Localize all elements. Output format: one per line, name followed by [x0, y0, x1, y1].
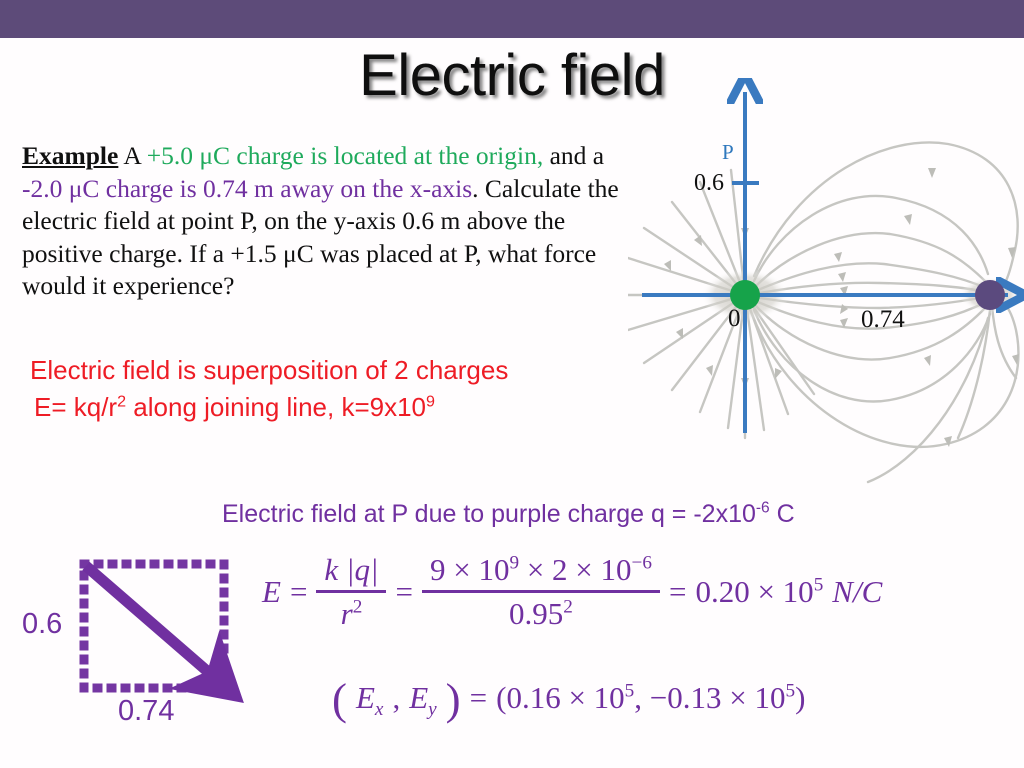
- eq2-equals: =: [469, 680, 488, 715]
- eq2-Ey-value: , −0.13 × 10: [634, 680, 786, 715]
- eq1-numerator-numbers: 9 × 109 × 2 × 10−6: [422, 552, 660, 590]
- eq1-distance-exponent: 2: [563, 596, 573, 618]
- example-and-a: and a: [549, 141, 605, 170]
- eq1-equals-1: =: [289, 573, 308, 609]
- x-position-label: 0.74: [861, 306, 905, 333]
- eq1-result-exponent: 5: [813, 574, 824, 596]
- eq1-k: k: [324, 552, 339, 587]
- eq1-exp-9: 9: [509, 552, 520, 574]
- purple-charge-heading-text: Electric field at P due to purple charge…: [222, 500, 756, 528]
- eq2-Ex: Ex: [355, 680, 383, 719]
- eq2-x-subscript: x: [374, 699, 384, 721]
- eq2-y-subscript: y: [428, 699, 437, 721]
- field-lines: [628, 141, 1020, 484]
- field-magnitude-equation: E = k |q| r2 = 9 × 109 × 2 × 10−6 0.952 …: [262, 552, 882, 632]
- eq1-9e9: 9 × 10: [429, 552, 510, 587]
- eq2-Ex-exponent: 5: [624, 680, 635, 702]
- positive-charge-dot: [730, 280, 760, 310]
- negative-charge-dot: [975, 280, 1005, 310]
- eq2-Ey: Ey: [409, 680, 436, 719]
- eq2-rhs-close-paren: ): [795, 680, 806, 715]
- eq1-denominator-r2: r2: [333, 593, 371, 632]
- origin-label: 0: [728, 305, 741, 332]
- resultant-vector-arrow: [82, 561, 244, 703]
- eq1-exp-neg6: −6: [631, 552, 652, 574]
- formula-E-kq-r: E= kq/r: [34, 392, 118, 422]
- eq1-result: 0.20 × 105: [695, 574, 823, 610]
- eq1-E: E: [262, 573, 281, 609]
- eq1-equals-3: =: [668, 573, 687, 609]
- eq1-times-2e: × 2 × 10: [519, 552, 632, 587]
- eq1-r: r: [340, 595, 353, 631]
- purple-charge-heading: Electric field at P due to purple charge…: [222, 498, 982, 530]
- superposition-note: Electric field is superposition of 2 cha…: [30, 352, 650, 426]
- field-line-arrowheads: [664, 168, 1019, 447]
- point-P-label: P: [722, 140, 734, 164]
- eq2-E-y-base: E: [409, 680, 429, 715]
- distance-triangle-sketch: 0.6 0.74: [18, 548, 248, 743]
- example-purple-clause: -2.0 μC charge is 0.74 m away on the x-a…: [22, 173, 473, 203]
- eq1-fraction-bar-1: [316, 590, 387, 593]
- page-title: Electric field: [359, 43, 665, 108]
- example-rest: . Calculate the electric field at point …: [22, 173, 619, 301]
- triangle-sketch-svg: [79, 559, 244, 703]
- eq1-distance: 0.95: [509, 595, 564, 631]
- charge-exponent: -6: [755, 499, 770, 517]
- field-components-equation: ( Ex , Ey ) = (0.16 × 105, −0.13 × 105): [332, 674, 805, 725]
- example-label: Example: [22, 141, 119, 170]
- eq1-fraction-numbers: 9 × 109 × 2 × 10−6 0.952: [421, 552, 660, 632]
- triangle-vertical-label: 0.6: [22, 608, 63, 640]
- y-tick-label: 0.6: [694, 170, 724, 196]
- dipole-field-diagram: P 0.6 0 0.74: [628, 78, 1024, 493]
- example-lead: A: [123, 141, 141, 170]
- example-paragraph: Example A +5.0 μC charge is located at t…: [22, 140, 642, 303]
- eq1-abs-q: |q|: [345, 552, 379, 587]
- eq1-fraction-kq-r2: k |q| r2: [316, 552, 387, 632]
- field-diagram-svg: [628, 78, 1024, 484]
- slide-header-bar: [0, 0, 1024, 38]
- diagram-axes: [642, 92, 1008, 433]
- eq1-fraction-bar-2: [421, 590, 660, 593]
- superposition-note-line2: E= kq/r2 along joining line, k=9x109: [34, 389, 650, 426]
- eq1-denominator-number: 0.952: [501, 593, 581, 632]
- formula-k-value: along joining line, k=9x10: [126, 392, 427, 422]
- superposition-note-line1: Electric field is superposition of 2 cha…: [30, 355, 509, 385]
- eq1-numerator-kq: k |q|: [316, 552, 386, 590]
- eq2-comma: ,: [392, 680, 401, 715]
- eq2-rhs: (0.16 × 105, −0.13 × 105): [496, 680, 805, 716]
- r-exponent: 2: [117, 392, 127, 411]
- eq2-Ey-exponent: 5: [785, 680, 796, 702]
- k-exponent: 9: [426, 392, 435, 411]
- eq1-result-mantissa: 0.20 × 10: [695, 573, 814, 609]
- eq1-equals-2: =: [395, 573, 413, 609]
- example-green-clause: +5.0 μC charge is located at the origin,: [146, 141, 544, 170]
- eq2-Ex-value: 0.16 × 10: [506, 680, 625, 715]
- eq1-r-exponent: 2: [352, 596, 363, 618]
- triangle-horizontal-label: 0.74: [118, 695, 175, 727]
- eq2-lhs-open-paren: (: [332, 674, 347, 725]
- eq2-rhs-open-paren: (: [496, 680, 507, 715]
- eq2-E-x-base: E: [355, 680, 375, 715]
- eq1-units: N/C: [832, 573, 883, 609]
- eq2-lhs-close-paren: ): [445, 674, 461, 725]
- charge-units: C: [769, 500, 795, 528]
